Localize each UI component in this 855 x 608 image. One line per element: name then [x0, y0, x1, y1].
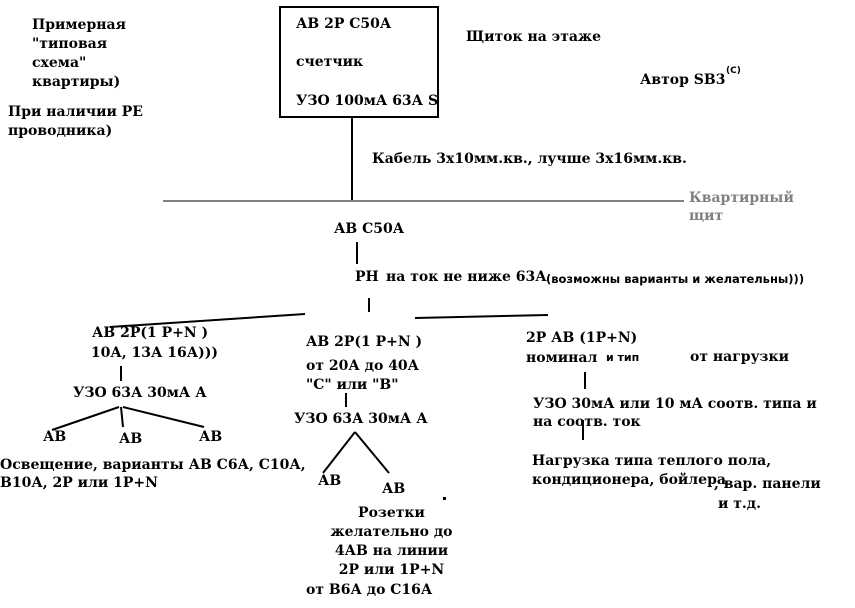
floor-rcd-label: УЗО 100мА 63А S: [296, 93, 439, 109]
wire-sockets-rcd-left: [322, 431, 356, 474]
load-rcd-line-2: на соотв. ток: [533, 414, 641, 430]
load-breaker-label: 2Р АВ (1Р+N): [526, 330, 638, 346]
author-mark: (С): [726, 66, 741, 76]
load-note-line-2: кондиционера, бойлера: [532, 472, 726, 488]
sockets-breaker-line-1: АВ 2Р(1 Р+N ): [306, 334, 423, 350]
switch-label: РН: [355, 269, 379, 285]
title-line-4: квартиры): [32, 74, 121, 90]
sockets-breaker-2: АВ: [382, 481, 406, 497]
lighting-breaker-line-1: АВ 2Р(1 Р+N ): [92, 325, 209, 341]
switch-note: (возможны варианты и желательны))): [546, 272, 805, 286]
wire-lighting-rcd-right: [122, 406, 205, 428]
meter-label: счетчик: [296, 54, 364, 70]
lighting-note-line-2: В10А, 2Р или 1Р+N: [0, 475, 158, 491]
sockets-breaker-line-3: "С" или "В": [306, 377, 399, 393]
apartment-panel-label-line-2: щит: [689, 208, 724, 224]
sockets-breaker-line-2: от 20А до 40А: [306, 358, 420, 374]
apartment-panel-label-line-1: Квартирный: [689, 190, 794, 206]
lighting-breaker-3: АВ: [199, 429, 223, 445]
load-note-end: и т.д.: [718, 496, 762, 512]
title-line-3: схема": [32, 55, 87, 71]
floor-panel-box: [279, 6, 439, 118]
title-line-2: "типовая: [32, 36, 108, 52]
sockets-note-line-2: желательно до: [330, 524, 453, 540]
floor-breaker-label: АВ 2P С50А: [296, 16, 392, 32]
floor-panel-label: Щиток на этаже: [466, 29, 601, 45]
sockets-note-line-1: Розетки: [358, 505, 425, 521]
lighting-breaker-1: АВ: [43, 429, 67, 445]
author-label: Автор SB3: [640, 72, 726, 88]
wire-to-load-branch: [414, 314, 549, 319]
sockets-rcd-label: УЗО 63А 30мА А: [294, 411, 428, 427]
pe-note-line-1: При наличии PE: [8, 104, 143, 120]
lighting-breaker-line-2: 10А, 13А 16А))): [86, 345, 219, 361]
lighting-rcd-label: УЗО 63А 30мА А: [73, 385, 207, 401]
load-type-label: и тип: [606, 351, 640, 364]
cable-label: Кабель 3х10мм.кв., лучше 3х16мм.кв.: [372, 151, 687, 167]
sockets-rating-note: от В6А до С16А: [306, 582, 433, 598]
wire-to-lighting-branch: [109, 313, 306, 328]
sockets-note-line-4: 2Р или 1Р+N: [338, 562, 445, 578]
sockets-note-line-3: 4АВ на линии: [334, 543, 449, 559]
load-by-load-label: от нагрузки: [690, 349, 789, 365]
wire-lighting-rcd-left: [51, 406, 120, 431]
load-nominal-label: номинал: [526, 350, 598, 366]
main-breaker-label: АВ С50А: [334, 221, 405, 237]
pe-note-line-2: проводника): [8, 123, 113, 139]
stray-dot: [443, 497, 446, 500]
lighting-breaker-2: АВ: [119, 431, 143, 447]
load-note-line-1: Нагрузка типа теплого пола,: [532, 453, 772, 469]
wire-lighting-rcd-middle: [120, 406, 124, 428]
title-line-1: Примерная: [32, 17, 126, 33]
load-rcd-line-1: УЗО 30мА или 10 мА соотв. типа и: [533, 396, 817, 412]
lighting-note-line-1: Освещение, варианты АВ С6А, С10А,: [0, 457, 306, 473]
wire-sockets-rcd-right: [354, 431, 390, 474]
sockets-breaker-1: АВ: [318, 473, 342, 489]
switch-rating: на ток не ниже 63А: [386, 269, 547, 285]
load-note-tail: , вар. панели: [714, 476, 821, 492]
